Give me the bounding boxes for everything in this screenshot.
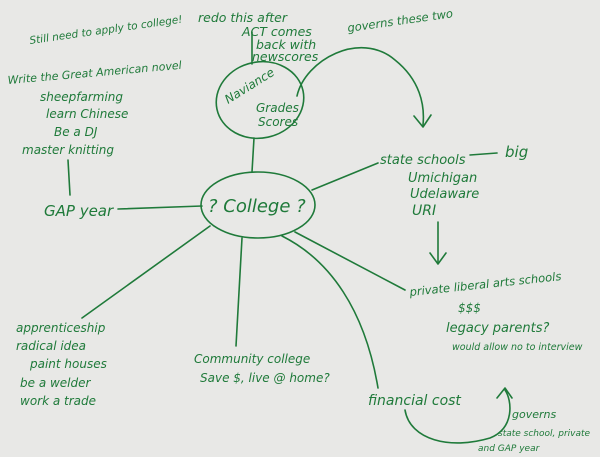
financial-cost-label: financial cost [368,393,461,409]
community-college-title: Community college [194,352,310,366]
top-note-line-4: newscores [252,49,319,64]
governs-bottom-line-2: state school, private [498,429,591,439]
state-schools-title: state schools [380,153,466,168]
governs-arrow [296,46,425,126]
private-schools-legacy: legacy parents? [446,321,549,336]
connector-big [469,152,498,156]
private-schools-interview: would allow no to interview [452,342,583,353]
apprenticeship-radical: radical idea [16,339,86,353]
college-bubble [200,171,316,239]
apprenticeship-welder: be a welder [20,376,92,390]
college-label: ? College ? [208,196,306,217]
governs-bottom-arrowhead [496,387,513,399]
apprenticeship-paint: paint houses [29,357,107,371]
governs-bottom-title: governs [512,408,556,421]
connector-financial [281,235,379,389]
top-note-line-3: back with [256,37,316,52]
connector-state-schools [311,162,379,191]
gap-year-label: GAP year [44,202,114,220]
gap-idea-chinese: learn Chinese [46,107,128,121]
state-to-private-arrowhead [429,252,447,265]
state-school-udelaware: Udelaware [410,187,479,202]
connector-naviance [251,137,255,173]
state-school-uri: URI [412,203,436,219]
connector-apprenticeship [81,225,211,319]
grades-label: Grades [256,101,299,115]
connector-community-college [235,237,243,347]
scores-label: Scores [258,115,298,129]
private-schools-cost: $$$ [458,301,481,315]
governs-arrowhead [413,114,432,128]
top-note-line-1: redo this after [198,10,288,25]
connector-gap-ideas [67,159,71,196]
gap-idea-dj: Be a DJ [54,125,98,139]
connector-private [294,231,406,291]
apprenticeship-title: apprenticeship [16,321,106,335]
apprenticeship-trade: work a trade [20,394,96,408]
connector-gap-year [117,205,203,210]
community-college-note: Save $, live @ home? [200,371,330,385]
governs-bottom-line-3: and GAP year [478,444,541,454]
governs-bottom-curve [404,389,511,444]
gap-idea-knitting: master knitting [22,143,114,157]
state-schools-big: big [505,143,528,161]
state-school-umichigan: Umichigan [408,171,477,186]
top-note-line-2: ACT comes [241,24,312,39]
gap-idea-sheepfarming: sheepfarming [40,90,123,104]
